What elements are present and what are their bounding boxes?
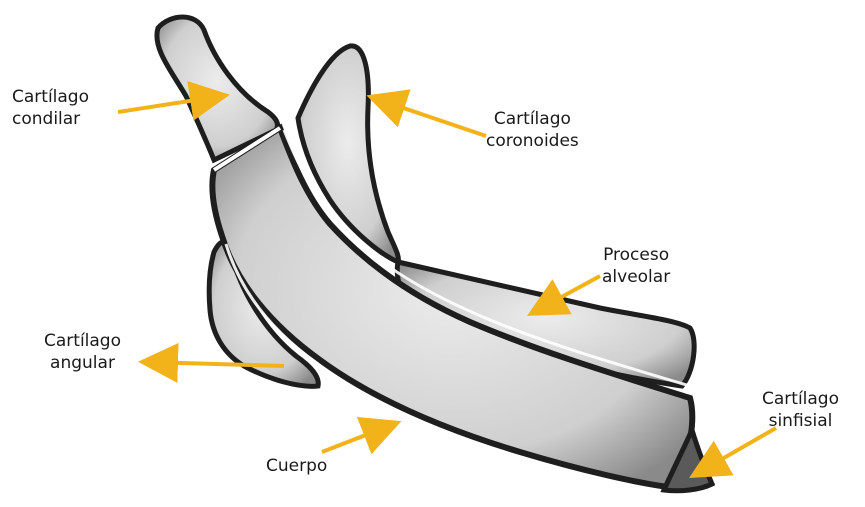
- label-alveolar-line2: alveolar: [602, 266, 670, 288]
- label-body: Cuerpo: [266, 455, 327, 477]
- arrow-cuerpo: [322, 424, 394, 452]
- label-body-line1: Cuerpo: [266, 455, 327, 477]
- arrow-sinfisial: [696, 428, 776, 474]
- label-angular-line1: Cartílago: [44, 330, 121, 352]
- label-condylar-line2: condilar: [12, 108, 89, 130]
- label-coronoid-cartilage: Cartílago coronoides: [486, 108, 579, 152]
- label-symphyseal-cartilage: Cartílago sinfisial: [762, 388, 839, 432]
- label-coronoid-line1: Cartílago: [486, 108, 579, 130]
- label-symphyseal-line2: sinfisial: [762, 410, 839, 432]
- label-angular-cartilage: Cartílago angular: [44, 330, 121, 374]
- label-alveolar-line1: Proceso: [602, 244, 670, 266]
- label-coronoid-line2: coronoides: [486, 130, 579, 152]
- label-condylar-line1: Cartílago: [12, 86, 89, 108]
- label-angular-line2: angular: [44, 352, 121, 374]
- label-alveolar-process: Proceso alveolar: [602, 244, 670, 288]
- label-condylar-cartilage: Cartílago condilar: [12, 86, 89, 130]
- arrow-coronoides: [374, 98, 486, 136]
- label-symphyseal-line1: Cartílago: [762, 388, 839, 410]
